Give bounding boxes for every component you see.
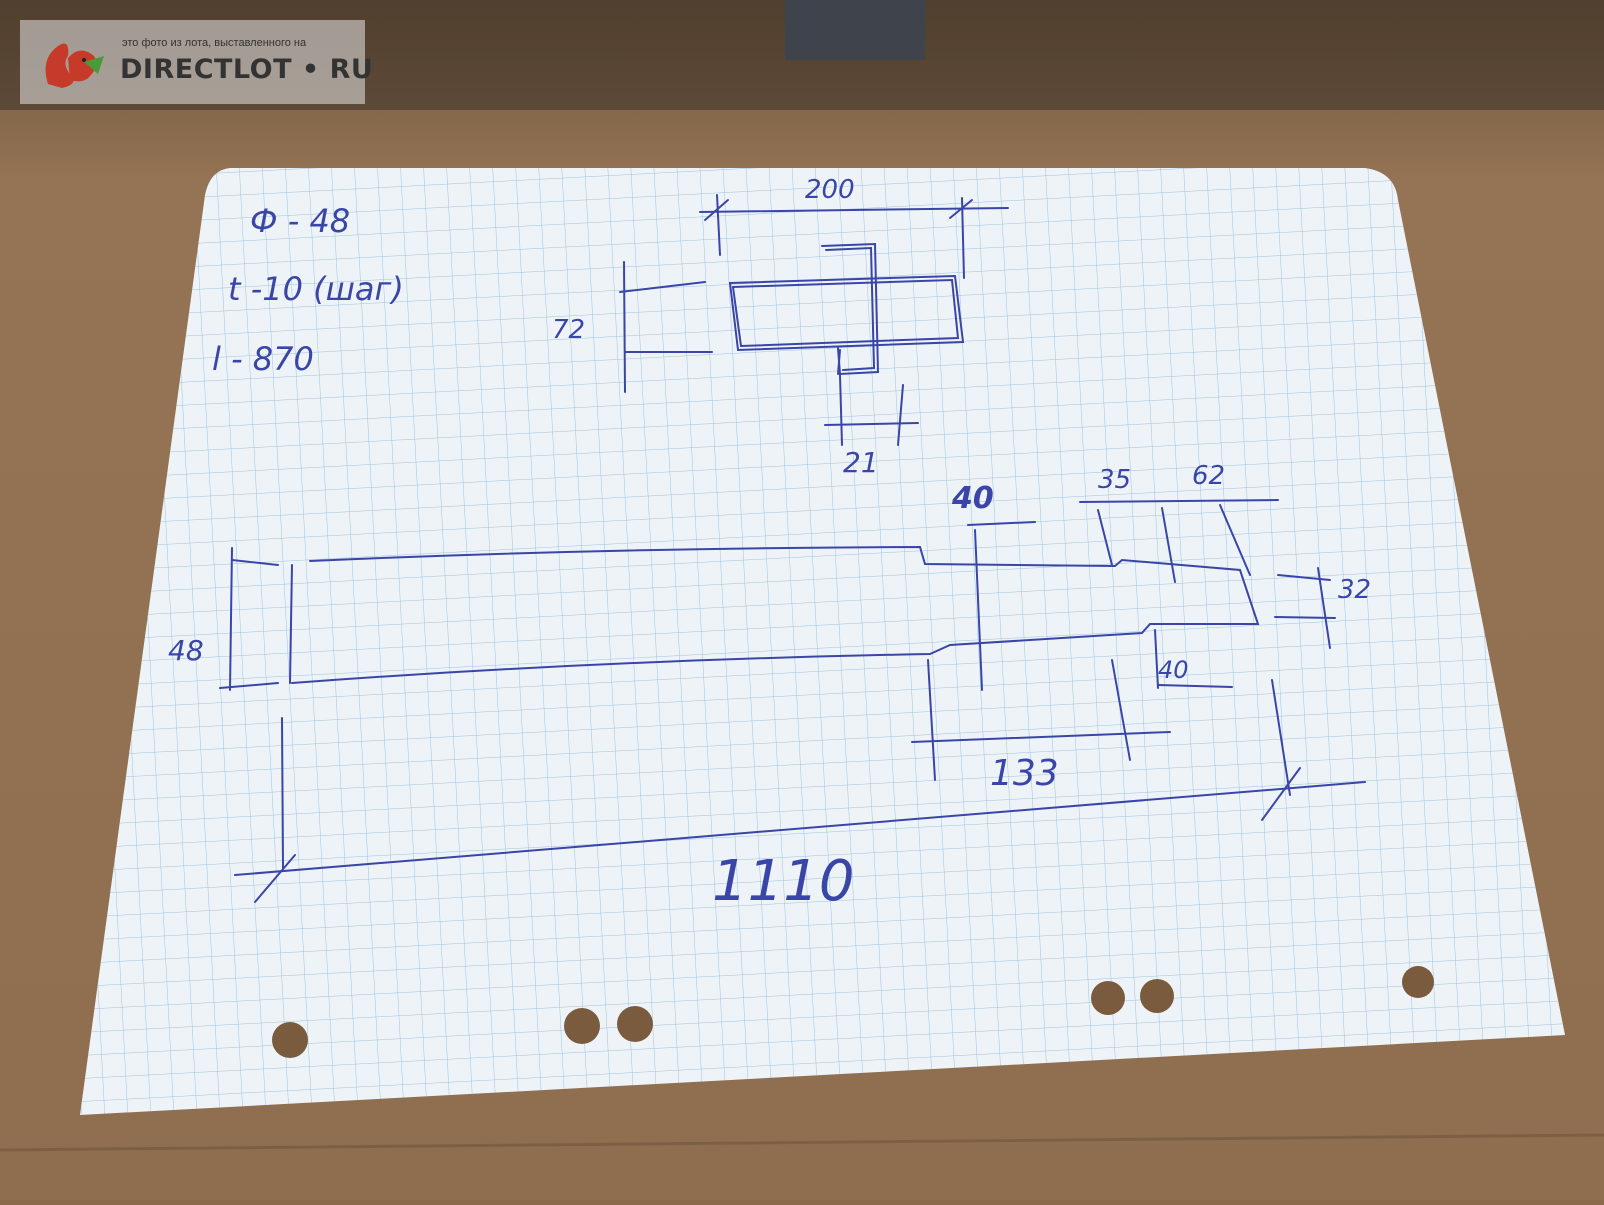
dim-40-bottom: 40 xyxy=(1158,656,1189,684)
dim-200: 200 xyxy=(805,175,855,205)
dim-133: 133 xyxy=(990,753,1059,794)
watermark: это фото из лота, выставленного на DIREC… xyxy=(20,20,373,104)
dim-40-top: 40 xyxy=(951,481,994,516)
dim-21: 21 xyxy=(843,446,879,479)
cross-section-drawing xyxy=(619,194,1009,446)
dim-35: 35 xyxy=(1098,465,1131,495)
punch-hole xyxy=(1091,981,1125,1015)
punch-hole xyxy=(564,1008,600,1044)
dim-32: 32 xyxy=(1338,575,1371,605)
note-line-2: t -10 (шаг) xyxy=(228,270,404,308)
watermark-brand: DIRECTLOT • RU xyxy=(120,54,374,85)
punch-hole xyxy=(617,1006,653,1042)
note-line-3: l - 870 xyxy=(212,340,314,378)
note-line-1: Ф - 48 xyxy=(250,202,350,240)
punch-hole xyxy=(1140,979,1174,1013)
dim-62: 62 xyxy=(1192,461,1225,491)
dim-1110: 1110 xyxy=(712,849,855,914)
handwritten-labels: Ф - 48 t -10 (шаг) l - 870 200 72 21 40 … xyxy=(168,175,1371,914)
punch-hole xyxy=(272,1022,308,1058)
grid-paper xyxy=(80,168,1565,1115)
squirrel-logo-icon xyxy=(45,43,104,88)
watermark-caption: это фото из лота, выставленного на xyxy=(122,37,307,49)
metal-object xyxy=(785,0,925,60)
dim-48: 48 xyxy=(168,634,204,667)
bar-drawing xyxy=(219,499,1366,903)
dim-72: 72 xyxy=(552,315,585,345)
punch-hole xyxy=(1402,966,1434,998)
ink-drawing xyxy=(219,194,1366,903)
